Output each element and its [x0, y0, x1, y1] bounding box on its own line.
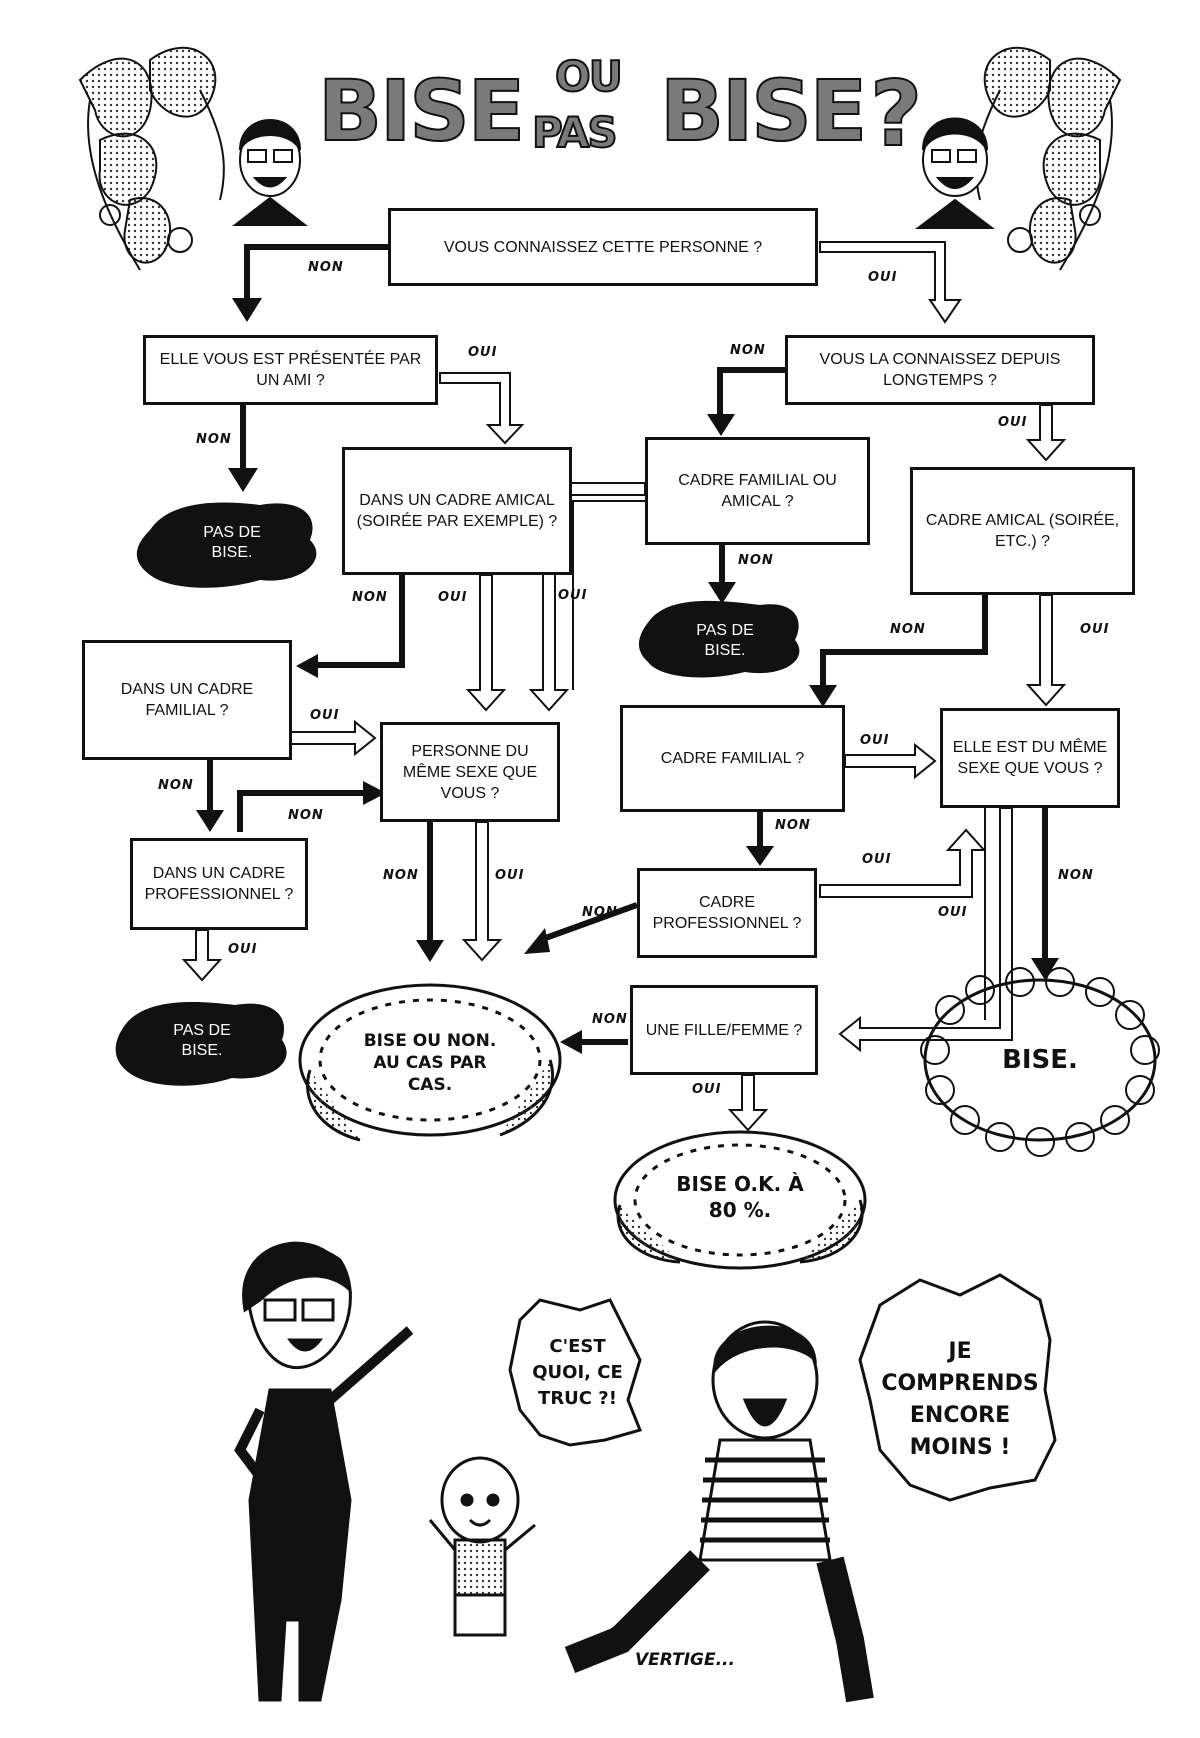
no-kiss-splotches	[115, 502, 800, 1086]
label-non-friendly-event: NON	[890, 622, 926, 637]
label-non-family-or-friend: NON	[738, 553, 774, 568]
result-no-kiss-3: PAS DE BISE.	[173, 1022, 231, 1059]
label-oui-family-or-friend: OUI	[558, 588, 588, 603]
title-word-bise-2: BISE	[659, 61, 868, 161]
node-family-setting-left: DANS UN CADRE FAMILIAL ?	[82, 640, 292, 760]
node-family-or-friendly-setting: CADRE FAMILIAL OU AMICAL ?	[645, 437, 870, 545]
label-oui-friendly-setting: OUI	[438, 590, 468, 605]
label-oui-know: OUI	[868, 270, 898, 285]
node-friendly-setting-event: CADRE AMICAL (SOIRÉE, ETC.) ?	[910, 467, 1135, 595]
node-known-long-time: VOUS LA CONNAISSEZ DEPUIS LONGTEMPS ?	[785, 335, 1095, 405]
man-head-icon	[915, 117, 995, 229]
result-kiss-ok-80: BISE O.K. À 80 %.	[676, 1172, 804, 1222]
result-no-kiss-1: PAS DE BISE.	[203, 524, 261, 561]
man-character-icon	[564, 1320, 874, 1703]
bubble-kid-text: C'EST QUOI, CE TRUC ?!	[532, 1335, 623, 1409]
wreath-kiss-ok	[613, 1130, 867, 1270]
label-oui-family-setting-left: OUI	[310, 708, 340, 723]
flower-decoration-left-icon	[78, 46, 225, 271]
label-non-pro-right: NON	[582, 905, 618, 920]
label-oui-same-sex-right: OUI	[938, 905, 968, 920]
node-know-person: VOUS CONNAISSEZ CETTE PERSONNE ?	[388, 208, 818, 286]
label-non-pro-setting-left: NON	[288, 808, 324, 823]
label-oui-longtime: OUI	[998, 415, 1028, 430]
node-same-sex-right: ELLE EST DU MÊME SEXE QUE VOUS ?	[940, 708, 1120, 808]
flower-decoration-right-icon	[975, 46, 1122, 271]
wreath-kiss	[920, 967, 1160, 1157]
result-no-kiss-2: PAS DE BISE.	[696, 622, 754, 659]
label-non-family-right: NON	[775, 818, 811, 833]
label-oui-family-right: OUI	[860, 733, 890, 748]
node-family-setting-right: CADRE FAMILIAL ?	[620, 705, 845, 812]
title-word-ou: OU	[554, 51, 624, 102]
connectors	[207, 244, 1048, 1045]
label-non-longtime: NON	[730, 343, 766, 358]
label-non-friendly-setting: NON	[352, 590, 388, 605]
label-non-know: NON	[308, 260, 344, 275]
node-presented-by-friend: ELLE VOUS EST PRÉSENTÉE PAR UN AMI ?	[143, 335, 438, 405]
node-professional-setting-left: DANS UN CADRE PROFESSIONNEL ?	[130, 838, 308, 930]
label-oui-pro-right: OUI	[862, 852, 892, 867]
title-word-pas: PAS	[531, 107, 619, 158]
sound-effect-text: VERTIGE...	[635, 1650, 735, 1670]
label-oui-same-sex-left: OUI	[495, 868, 525, 883]
label-oui-presented: OUI	[468, 345, 498, 360]
node-girl-woman: UNE FILLE/FEMME ?	[630, 985, 818, 1075]
wreath-case-by-case	[298, 983, 562, 1142]
title-word-bise-1: BISE	[317, 61, 526, 161]
label-non-same-sex-right: NON	[1058, 868, 1094, 883]
bubble-man-text: JE COMPRENDS ENCORE MOINS !	[881, 1339, 1039, 1460]
speech-bubbles	[508, 1273, 1057, 1502]
label-non-girl: NON	[592, 1012, 628, 1027]
woman-head-icon	[232, 119, 308, 226]
node-professional-setting-right: CADRE PROFESSIONNEL ?	[637, 868, 817, 958]
label-non-same-sex-left: NON	[383, 868, 419, 883]
result-case-by-case: BISE OU NON. AU CAS PAR CAS.	[363, 1030, 497, 1095]
node-same-sex-left: PERSONNE DU MÊME SEXE QUE VOUS ?	[380, 722, 560, 822]
label-non-family-setting-left: NON	[158, 778, 194, 793]
hollow-connectors	[181, 241, 1067, 1132]
label-non-presented: NON	[196, 432, 232, 447]
connector-heads	[196, 298, 1059, 1054]
result-kiss: BISE.	[1002, 1045, 1078, 1075]
child-character-icon	[428, 1456, 536, 1637]
label-oui-friendly-event: OUI	[1080, 622, 1110, 637]
label-oui-girl: OUI	[692, 1082, 722, 1097]
woman-character-icon	[234, 1241, 414, 1702]
title-question-mark: ?	[869, 61, 923, 168]
label-oui-pro-setting-left: OUI	[228, 942, 258, 957]
node-friendly-setting-party: DANS UN CADRE AMICAL (SOIRÉE PAR EXEMPLE…	[342, 447, 572, 575]
